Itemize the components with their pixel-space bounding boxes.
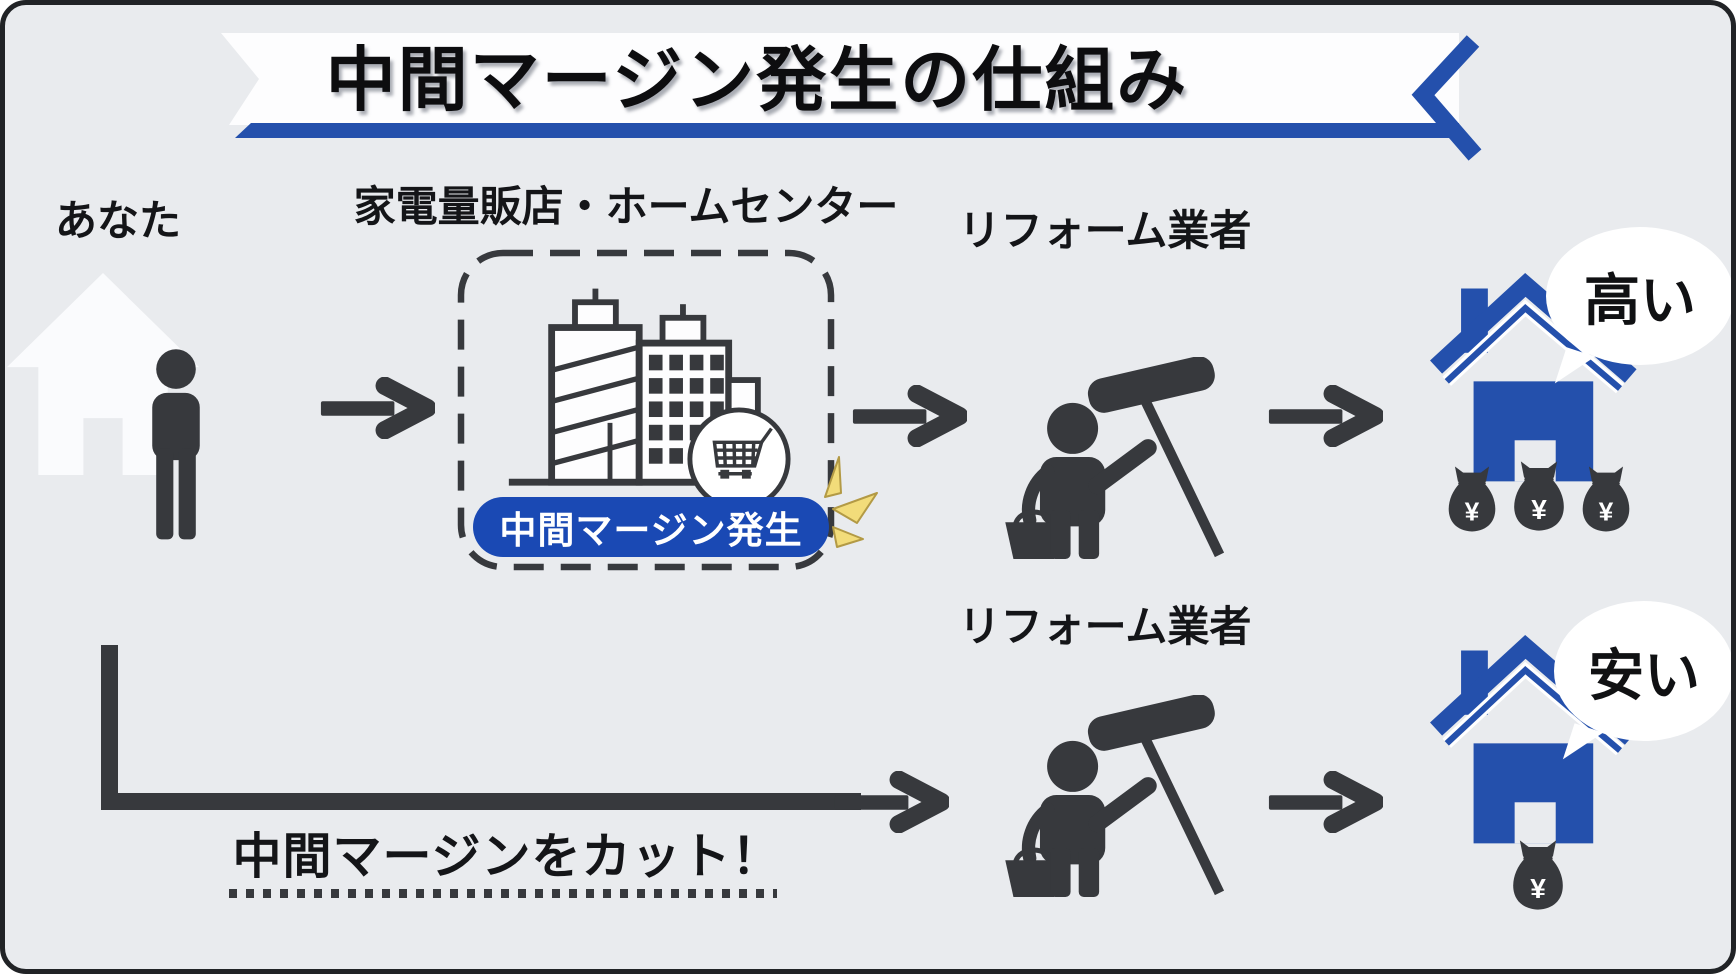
arrow-right-icon [851, 385, 967, 447]
painter-icon [991, 357, 1246, 561]
price-bubble-high: 高い [1546, 227, 1731, 365]
person-icon [143, 343, 209, 543]
arrow-right-icon [833, 771, 949, 833]
you-label: あなた [54, 197, 181, 244]
price-bubble-low-text: 安い [1588, 643, 1700, 707]
money-bag-icon [1506, 457, 1572, 535]
title-banner-underline [235, 123, 1459, 138]
cut-margin-label: 中間マージンをカット！ [232, 830, 782, 884]
painter-icon [991, 695, 1246, 899]
direct-path-vertical-line [101, 645, 118, 810]
white-house-icon [6, 273, 200, 475]
money-bag-icon [1575, 463, 1637, 535]
price-bubble-high-text: 高い [1584, 268, 1696, 332]
arrow-right-icon [1267, 385, 1383, 447]
cut-margin-dotted-underline [229, 889, 777, 898]
money-bag-icon [1441, 463, 1503, 535]
direct-path-horizontal-line [101, 793, 861, 810]
money-bags-row [1505, 837, 1571, 913]
money-bag-icon [1505, 837, 1571, 913]
page-title: 中間マージン発生の仕組み [325, 41, 1189, 119]
title-banner [221, 33, 1459, 125]
arrow-right-icon [319, 377, 435, 439]
retailer-dashed-box [457, 249, 835, 571]
money-bags-row [1441, 457, 1637, 535]
retailer-label: 家電量販店・ホームセンター [353, 182, 899, 231]
price-bubble-low: 安い [1554, 601, 1731, 741]
arrow-right-icon [1267, 771, 1383, 833]
contractor-bottom-label: リフォーム業者 [958, 602, 1252, 651]
margin-badge: 中間マージン発生 [473, 497, 829, 557]
contractor-top-label: リフォーム業者 [958, 206, 1252, 255]
banner-ribbon-chevron-icon [1411, 35, 1482, 161]
sparkle-icon [824, 456, 878, 548]
